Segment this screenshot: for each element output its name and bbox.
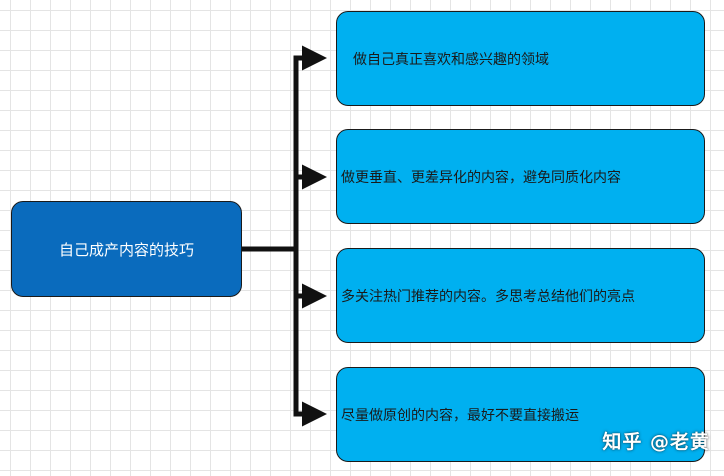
root-node-label: 自己成产内容的技巧 <box>58 240 194 259</box>
branch-node-label: 多关注热门推荐的内容。多思考总结他们的亮点 <box>341 288 635 305</box>
branch-node-1[interactable]: 做自己真正喜欢和感兴趣的领域 <box>336 11 705 106</box>
root-node[interactable]: 自己成产内容的技巧 <box>11 201 242 297</box>
branch-node-2[interactable]: 做更垂直、更差异化的内容，避免同质化内容 <box>336 129 705 224</box>
branch-node-3[interactable]: 多关注热门推荐的内容。多思考总结他们的亮点 <box>336 248 705 343</box>
branch-node-label: 做自己真正喜欢和感兴趣的领域 <box>353 51 549 68</box>
watermark: 知乎 @老黄 <box>602 431 710 453</box>
branch-node-label: 尽量做原创的内容，最好不要直接搬运 <box>341 407 579 424</box>
branch-node-4[interactable]: 尽量做原创的内容，最好不要直接搬运 <box>336 367 705 462</box>
branch-node-label: 做更垂直、更差异化的内容，避免同质化内容 <box>341 169 621 186</box>
